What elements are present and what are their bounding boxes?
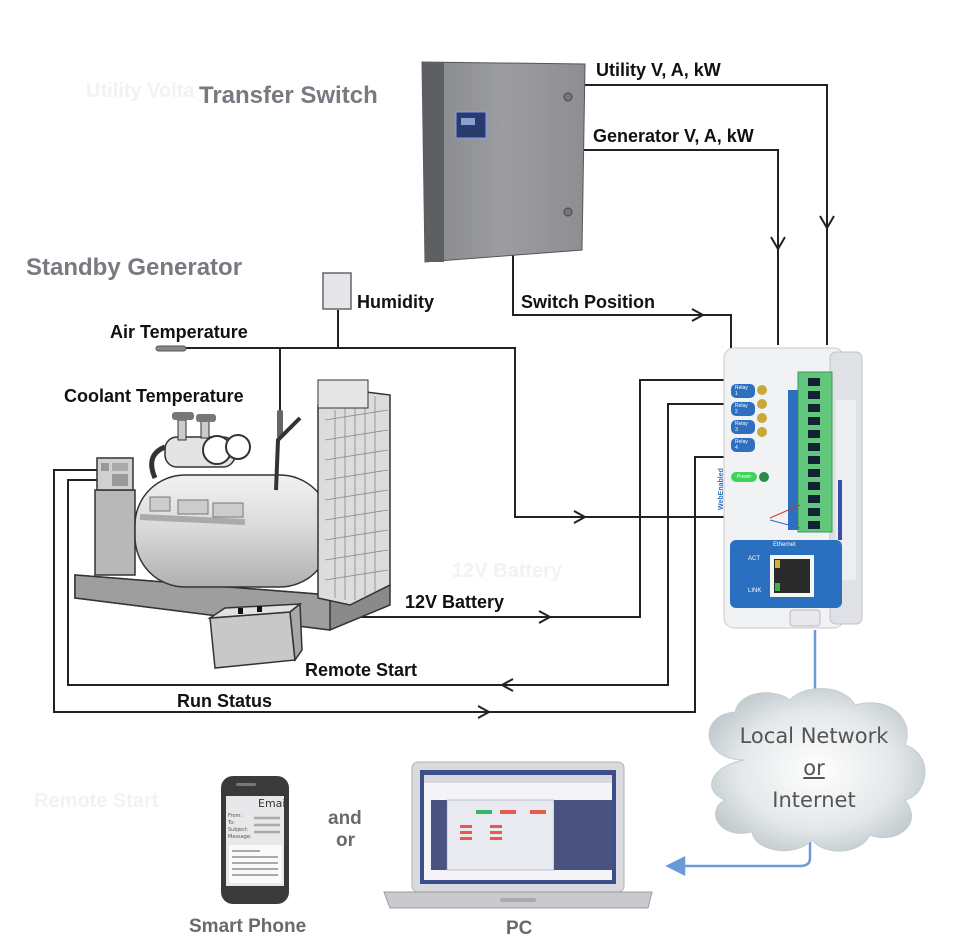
label-humidity: Humidity <box>357 292 435 312</box>
battery-illustration <box>207 602 303 669</box>
network-cloud <box>708 688 926 852</box>
label-remote-start: Remote Start <box>305 660 418 680</box>
relay-2-badge: Relay 2 <box>731 402 755 416</box>
wire-run-status <box>53 456 730 719</box>
standby-generator-illustration <box>74 379 391 631</box>
network-link-cloud-pc <box>665 838 812 877</box>
email-field-subject: Subject: <box>228 827 249 833</box>
device-brand: WebEnabled <box>718 468 725 510</box>
wire-utility <box>582 84 835 345</box>
label-smart-phone: Smart Phone <box>189 916 307 937</box>
label-generator-vakw: Generator V, A, kW <box>593 126 754 146</box>
power-badge: Power <box>731 472 758 482</box>
transfer-switch-title: Transfer Switch <box>199 82 378 109</box>
label-pc: PC <box>506 918 533 939</box>
label-or: or <box>336 830 355 851</box>
label-coolant-temperature: Coolant Temperature <box>64 386 244 406</box>
ghost-text-battery: 12V Battery <box>452 560 563 582</box>
email-field-from: From: <box>228 813 243 819</box>
cloud-text-internet: Internet <box>772 788 856 812</box>
controller-device <box>723 347 863 629</box>
humidity-sensor <box>322 272 352 310</box>
wire-air-temperature <box>185 310 790 524</box>
wire-battery <box>260 379 730 624</box>
email-field-to: To: <box>228 820 235 826</box>
wire-generator <box>582 149 786 345</box>
wire-switch-position <box>512 252 732 348</box>
label-12v-battery: 12V Battery <box>405 592 505 612</box>
transfer-switch-cabinet <box>421 61 586 263</box>
relay-label-list: Relay 1 Relay 2 Relay 3 Relay 4 <box>731 384 755 452</box>
smart-phone-illustration <box>221 776 289 904</box>
phone-email-fields: From: To: Subject: Message: <box>228 813 252 841</box>
wire-remote-start <box>67 403 730 692</box>
relay-3-badge: Relay 3 <box>731 420 755 434</box>
cloud-text-local-network: Local Network <box>739 724 889 748</box>
label-switch-position: Switch Position <box>521 292 656 312</box>
relay-1-badge: Relay 1 <box>731 384 755 398</box>
label-run-status: Run Status <box>177 691 273 711</box>
act-label: ACT <box>748 556 760 562</box>
coolant-temperature-probe <box>277 410 283 438</box>
ghost-text-remote-start: Remote Start <box>34 790 159 812</box>
label-air-temperature: Air Temperature <box>110 322 248 342</box>
ghost-text-utility: Utility Volta <box>86 80 195 102</box>
label-and: and <box>328 808 362 829</box>
pc-laptop-illustration <box>383 761 653 909</box>
email-field-message: Message: <box>228 834 252 840</box>
relay-4-badge: Relay 4 <box>731 438 755 452</box>
label-utility-vakw: Utility V, A, kW <box>596 60 721 80</box>
ethernet-label: Ethernet <box>773 542 796 548</box>
standby-generator-title: Standby Generator <box>26 254 243 281</box>
air-temperature-probe <box>155 345 187 352</box>
link-label: LINK <box>748 588 762 594</box>
cloud-text-or: or <box>803 756 825 780</box>
phone-email-title: Email <box>258 797 289 810</box>
